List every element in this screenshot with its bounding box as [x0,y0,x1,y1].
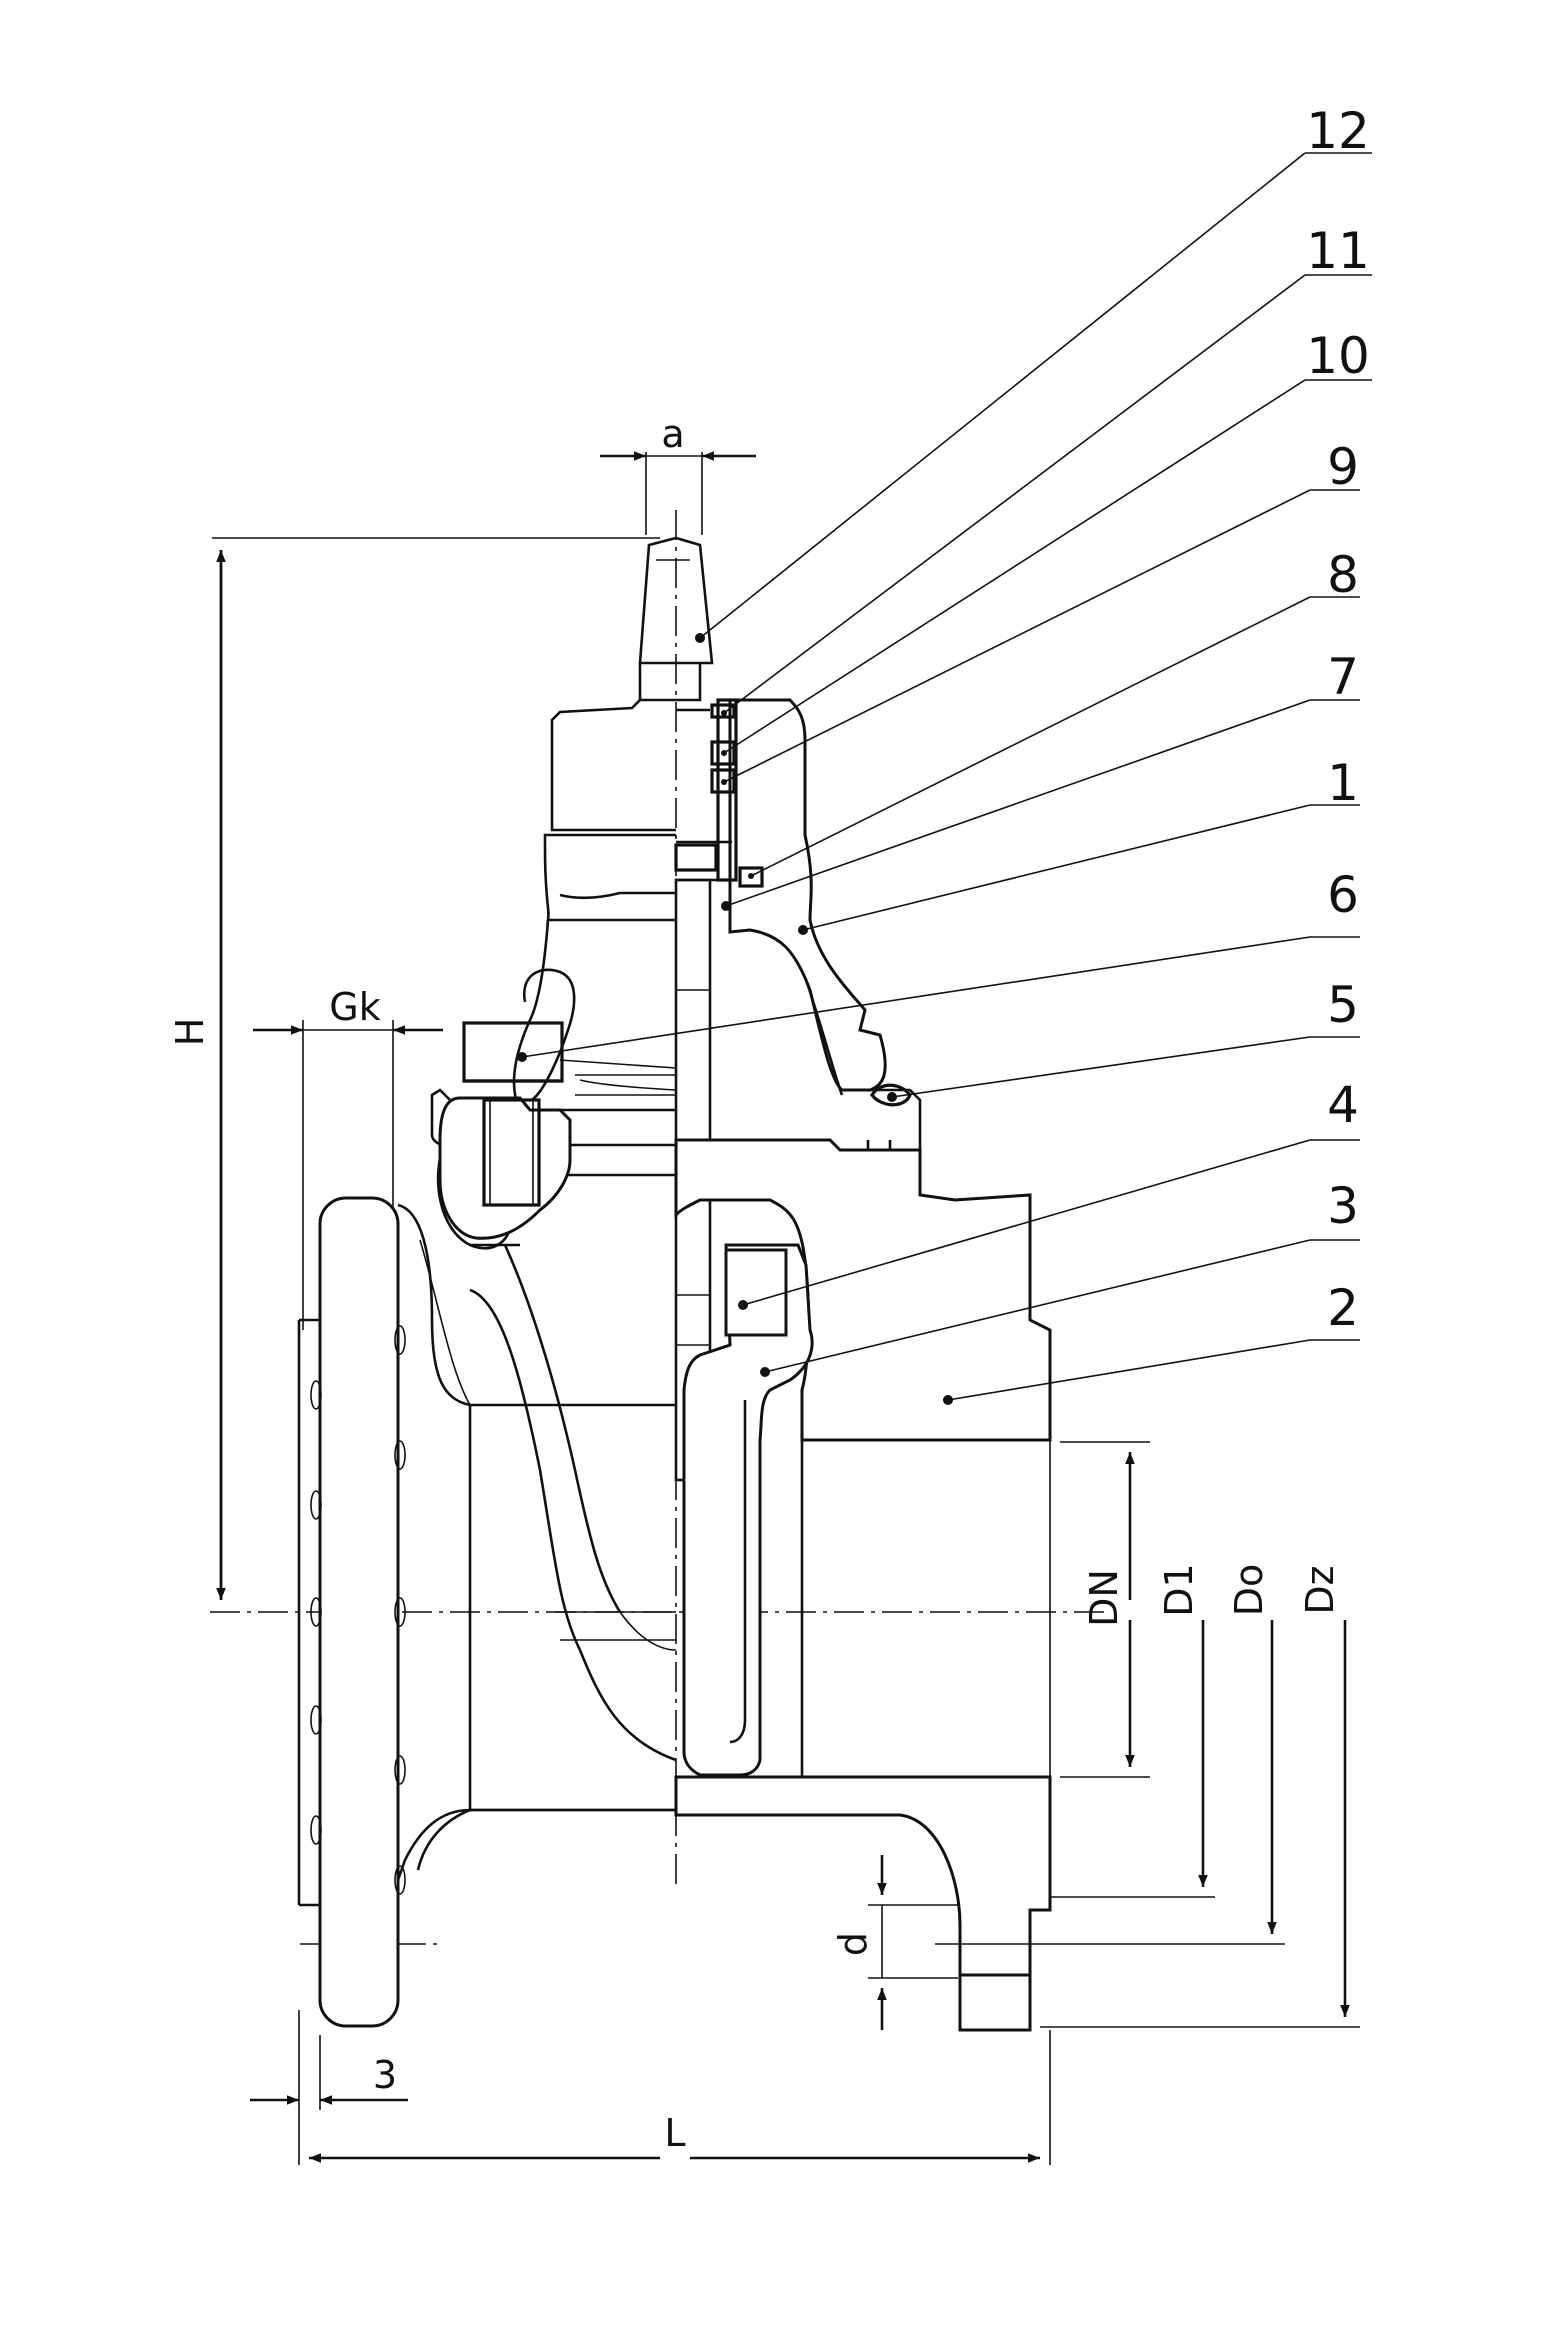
part-8-label: 8 [1327,546,1359,604]
dimension-dn-label: DN [1082,1569,1126,1627]
part-9-label: 9 [1327,438,1359,496]
dimension-lines [212,451,1360,2165]
dimension-h-label: H [168,1018,212,1047]
part-2-label: 2 [1327,1279,1359,1337]
stem-seals [674,703,764,888]
dimension-d1-label: D1 [1157,1563,1201,1616]
part-4-label: 4 [1327,1076,1359,1134]
part-6-label: 6 [1327,866,1359,924]
left-flange [297,1196,406,2028]
dimension-l-label: L [664,2111,685,2155]
flange-bolt-holes [310,1325,406,1895]
bonnet-section-right [674,698,922,1152]
dimension-gk-label: Gk [329,985,380,1029]
part-11-label: 11 [1306,222,1370,280]
part-7-label: 7 [1327,648,1359,706]
wedge [682,1243,814,1777]
part-3-label: 3 [1327,1177,1359,1235]
part-10-label: 10 [1306,327,1370,385]
dimension-labels: a H Gk DN D1 Do Dz d 3 L [168,412,1342,2155]
part-5-label: 5 [1327,976,1359,1034]
dimension-a-label: a [661,412,684,456]
part-callouts: 12 11 10 9 8 7 1 6 5 [521,102,1372,1405]
valve-body-left [396,1139,677,1881]
part-12-label: 12 [1306,102,1370,160]
body-section-right [416,1138,1052,2032]
dimension-d-label: d [831,1932,875,1956]
dimension-do-label: Do [1227,1564,1271,1617]
valve-stem [550,536,714,1482]
dimension-3-label: 3 [373,2053,397,2097]
dimension-dz-label: Dz [1298,1565,1342,1614]
part-1-label: 1 [1327,754,1359,812]
bonnet-bolt [438,1021,572,1240]
